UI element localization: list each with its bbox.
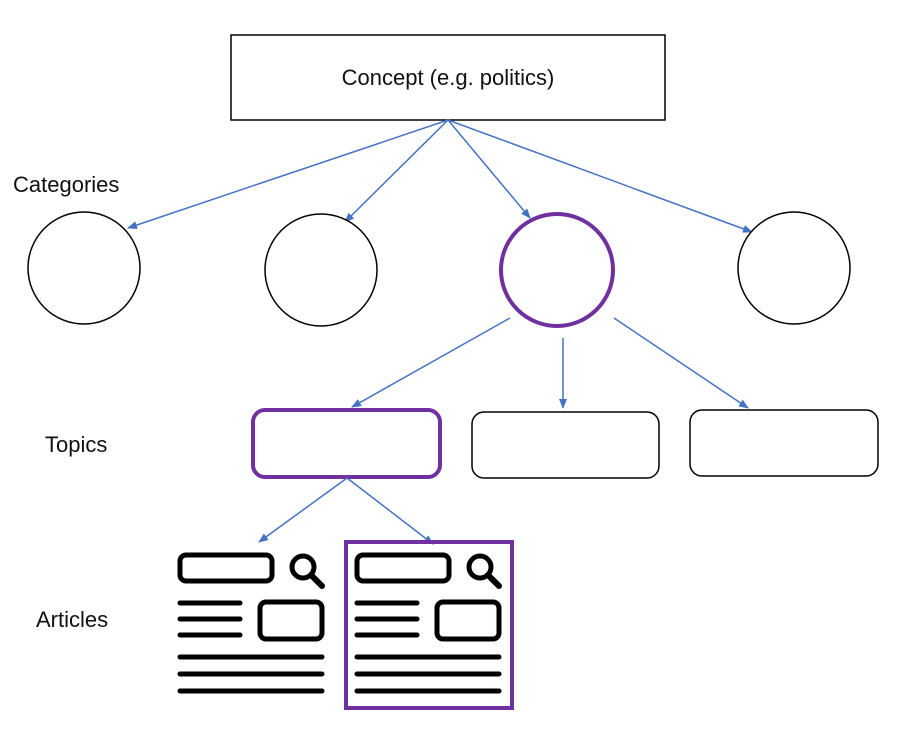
article-search-icon: [354, 552, 502, 694]
level-label-topics: Topics: [45, 432, 107, 457]
arrow: [613, 317, 749, 409]
article-node-highlighted: [344, 540, 514, 710]
arrow: [351, 317, 511, 408]
category-to-topic-arrows: [351, 317, 749, 409]
topic-nodes: [251, 408, 879, 479]
concept-label: Concept (e.g. politics): [342, 65, 555, 90]
topic-node: [689, 409, 879, 477]
category-node: [27, 211, 141, 325]
arrow: [447, 119, 531, 219]
category-node: [264, 213, 378, 327]
topic-to-article-arrows: [258, 477, 434, 545]
concept-node: Concept (e.g. politics): [230, 34, 666, 121]
category-node: [737, 211, 851, 325]
topic-node: [471, 411, 660, 479]
arrow: [447, 119, 753, 233]
arrow: [346, 477, 434, 545]
level-label-categories: Categories: [13, 172, 119, 197]
concept-to-category-arrows: [127, 119, 753, 233]
topic-node-highlighted: [251, 408, 442, 479]
arrow: [344, 119, 449, 223]
arrow: [127, 119, 449, 229]
arrow: [258, 477, 348, 543]
article-search-icon: [177, 552, 325, 694]
category-nodes: [27, 211, 851, 328]
category-node-highlighted: [499, 212, 615, 328]
level-label-articles: Articles: [36, 607, 108, 632]
